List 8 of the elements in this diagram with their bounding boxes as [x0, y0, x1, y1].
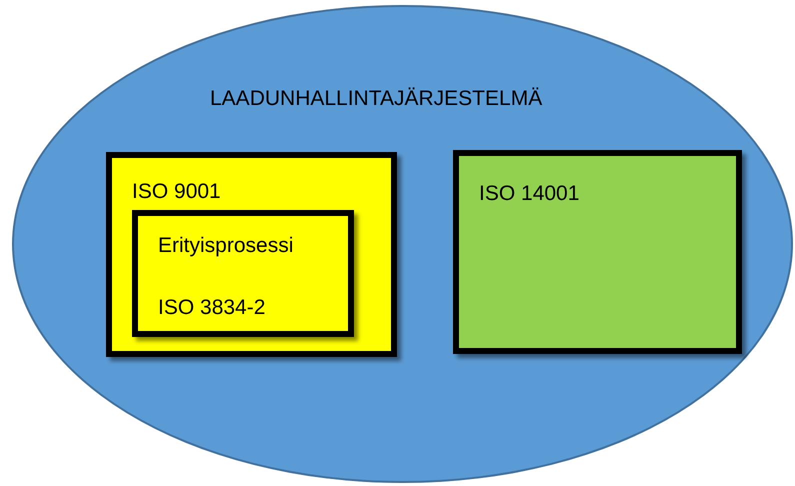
- diagram-heading: LAADUNHALLINTAJÄRJESTELMÄ: [210, 87, 542, 111]
- process-box: [106, 152, 397, 357]
- box-label: ISO 9001: [132, 180, 221, 204]
- process-box: [453, 150, 742, 354]
- box-label: ISO 14001: [479, 182, 580, 206]
- box-label: ISO 3834-2: [158, 296, 266, 320]
- process-box: [132, 210, 354, 337]
- box-label: Erityisprosessi: [158, 234, 294, 258]
